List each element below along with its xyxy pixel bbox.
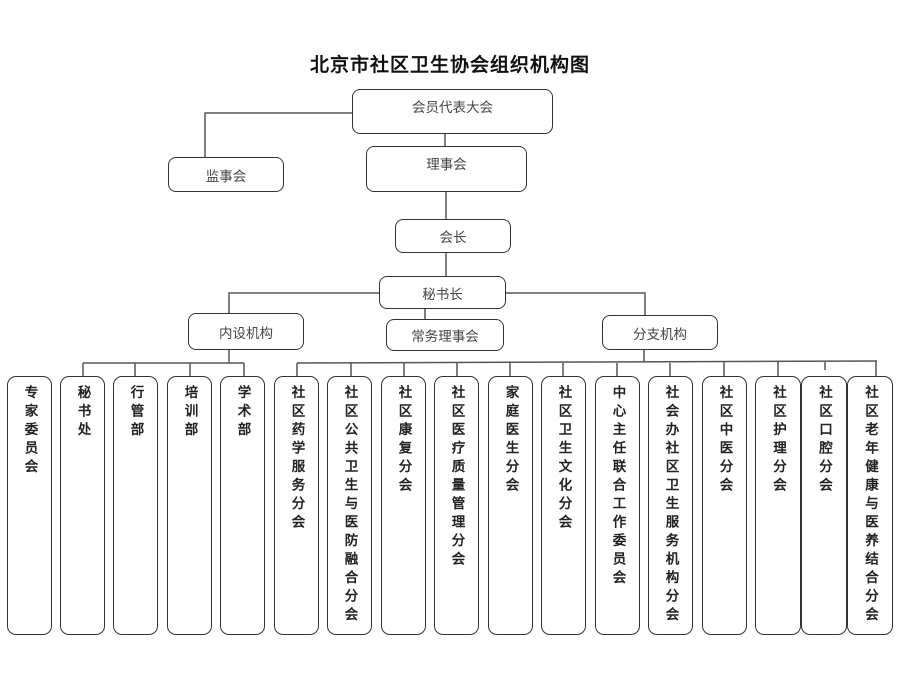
branch-unit-label: 社区药学服务分会 (288, 385, 305, 533)
connector-branches-bus (296, 360, 878, 364)
branch-unit-label: 社区康复分会 (395, 385, 412, 496)
internal-unit: 专家委员会 (7, 376, 52, 635)
branch-unit-label: 中心主任联合工作委员会 (609, 385, 626, 589)
node-standing-council: 常务理事会 (386, 319, 504, 351)
internal-unit-label: 秘书处 (74, 385, 91, 441)
node-president-label: 会长 (439, 230, 467, 246)
branch-unit-label: 社区护理分会 (770, 385, 786, 496)
node-council: 理事会 (366, 146, 527, 192)
internal-unit: 秘书处 (60, 376, 105, 635)
node-president: 会长 (395, 219, 511, 253)
internal-unit: 学术部 (220, 376, 265, 635)
branch-unit: 社区康复分会 (381, 376, 426, 635)
node-supervisory-label: 监事会 (205, 168, 247, 185)
chart-title: 北京市社区卫生协会组织机构图 (309, 54, 590, 76)
branch-unit: 中心主任联合工作委员会 (595, 376, 640, 635)
node-congress-label: 会员代表大会 (412, 100, 493, 116)
branch-unit: 社区口腔分会 (801, 376, 847, 635)
node-branches-label: 分支机构 (633, 326, 687, 343)
internal-unit: 行管部 (113, 376, 158, 635)
internal-unit-label: 专家委员会 (21, 385, 38, 478)
branch-unit: 社区老年健康与医养结合分会 (847, 376, 893, 635)
branch-unit: 社区药学服务分会 (274, 376, 319, 635)
node-secretary-general-label: 秘书长 (422, 286, 463, 303)
branch-unit: 社会办社区卫生服务机构分会 (648, 376, 693, 635)
internal-unit-label: 行管部 (127, 385, 144, 441)
branch-unit: 社区卫生文化分会 (541, 376, 586, 635)
connector-secretary-branches (506, 292, 646, 315)
branch-unit: 社区医疗质量管理分会 (434, 376, 479, 635)
internal-unit: 培训部 (167, 376, 212, 635)
branch-unit-label: 社区中医分会 (716, 385, 733, 496)
branch-unit: 社区护理分会 (755, 376, 801, 635)
branch-unit: 社区中医分会 (702, 376, 747, 635)
internal-unit-label: 学术部 (234, 385, 251, 441)
node-secretary-general: 秘书长 (379, 276, 506, 309)
branch-unit-label: 家庭医生分会 (502, 385, 519, 496)
node-supervisory: 监事会 (168, 157, 284, 192)
branch-unit-label: 社区公共卫生与医防融合分会 (341, 385, 358, 626)
branch-unit-label: 社区卫生文化分会 (555, 385, 572, 533)
branch-unit-label: 社区老年健康与医养结合分会 (862, 385, 878, 626)
branch-unit: 家庭医生分会 (488, 376, 533, 635)
internal-unit-label: 培训部 (181, 385, 198, 441)
node-council-label: 理事会 (426, 157, 467, 173)
connector-secretary-internal (228, 292, 379, 313)
node-congress: 会员代表大会 (352, 89, 553, 134)
node-branches: 分支机构 (602, 315, 718, 350)
branch-unit: 社区公共卫生与医防融合分会 (327, 376, 372, 635)
node-internal-label: 内设机构 (219, 325, 273, 342)
branch-unit-label: 社会办社区卫生服务机构分会 (662, 385, 679, 626)
node-standing-council-label: 常务理事会 (411, 329, 479, 345)
branch-unit-label: 社区医疗质量管理分会 (448, 385, 465, 570)
node-internal: 内设机构 (188, 313, 304, 350)
connector-congress-supervisory (204, 112, 352, 157)
branch-unit-label: 社区口腔分会 (816, 385, 832, 496)
